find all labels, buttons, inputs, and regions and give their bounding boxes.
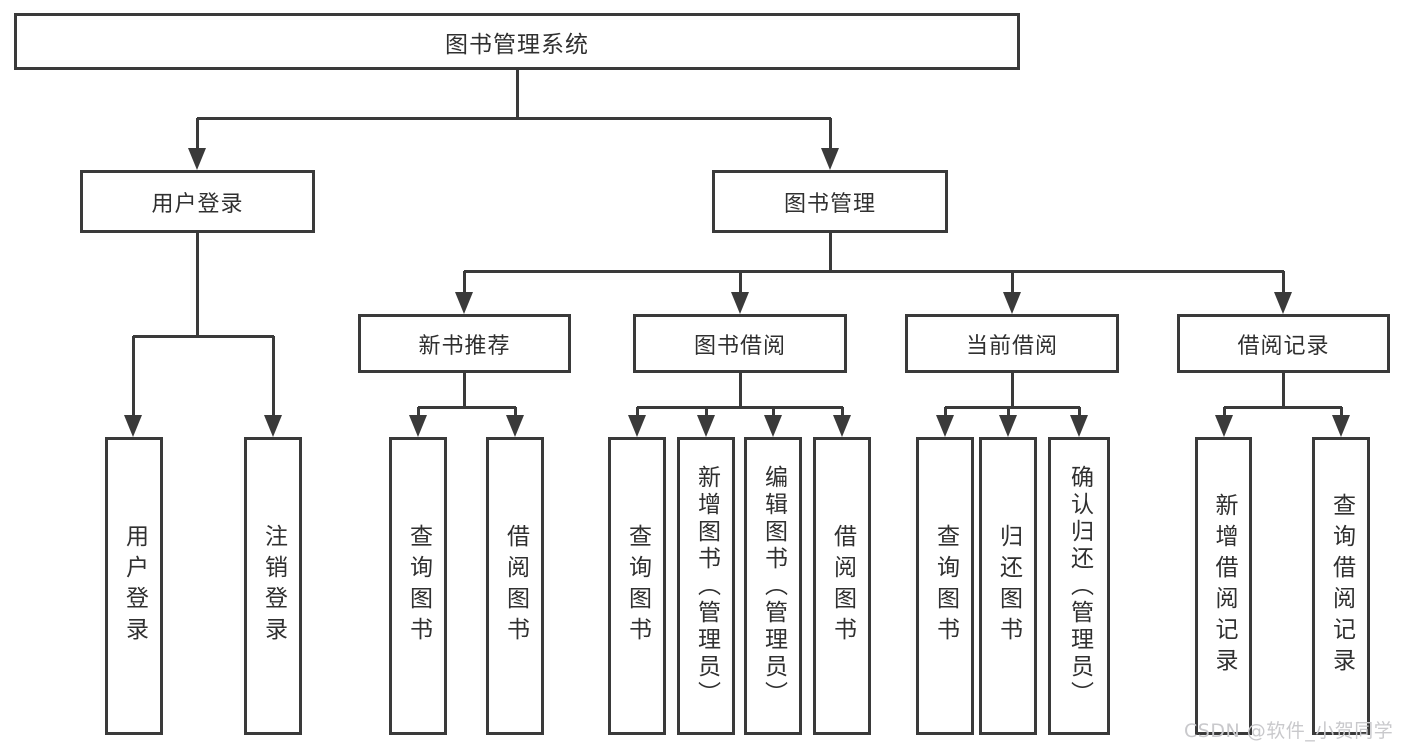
connector-arrow xyxy=(409,407,427,437)
arrow-down-icon xyxy=(188,148,206,170)
arrow-down-icon xyxy=(1215,415,1233,437)
connector-arrow xyxy=(1070,407,1088,437)
arrow-down-icon xyxy=(409,415,427,437)
arrow-down-icon xyxy=(764,415,782,437)
leaf-bb-edit-books-admin-label: 编辑图书（管理员） xyxy=(760,464,787,708)
connector-arrow xyxy=(1003,271,1021,314)
node-book-management-label: 图书管理 xyxy=(783,191,876,217)
connector-arrow xyxy=(833,407,851,437)
connector-line xyxy=(516,69,519,118)
leaf-user-login: 用户登录 xyxy=(105,437,163,735)
connector-line xyxy=(196,233,199,336)
leaf-bb-borrow-books: 借阅图书 xyxy=(813,437,871,735)
connector-line xyxy=(133,335,274,338)
connector-arrow xyxy=(936,407,954,437)
arrow-down-icon xyxy=(1070,415,1088,437)
leaf-br-query-record: 查询借阅记录 xyxy=(1312,437,1370,735)
leaf-bb-query-books: 查询图书 xyxy=(608,437,666,735)
arrow-down-icon xyxy=(1003,292,1021,314)
connector-line xyxy=(829,233,832,273)
leaf-bb-add-books-admin-label: 新增图书（管理员） xyxy=(693,464,720,708)
leaf-cb-confirm-return-admin: 确认归还（管理员） xyxy=(1048,437,1110,735)
node-book-borrowing: 图书借阅 xyxy=(633,314,847,373)
connector-line xyxy=(463,373,466,408)
leaf-bb-edit-books-admin: 编辑图书（管理员） xyxy=(744,437,802,735)
connector-arrow xyxy=(188,118,206,170)
connector-arrow xyxy=(731,271,749,314)
leaf-cb-query-books: 查询图书 xyxy=(916,437,974,735)
connector-arrow xyxy=(1332,407,1350,437)
leaf-br-query-record-label: 查询借阅记录 xyxy=(1328,493,1355,679)
leaf-user-login-label: 用户登录 xyxy=(121,524,148,648)
leaf-br-add-record-label: 新增借阅记录 xyxy=(1211,493,1237,679)
arrow-down-icon xyxy=(1332,415,1350,437)
leaf-bb-borrow-books-label: 借阅图书 xyxy=(829,524,856,648)
arrow-down-icon xyxy=(936,415,954,437)
arrow-down-icon xyxy=(697,415,715,437)
connector-line xyxy=(637,406,843,409)
node-book-borrowing-label: 图书借阅 xyxy=(693,333,786,359)
connector-arrow xyxy=(628,407,646,437)
node-current-borrowing-label: 当前借阅 xyxy=(965,333,1058,359)
leaf-nb-borrow-books: 借阅图书 xyxy=(486,437,544,735)
leaf-logout: 注销登录 xyxy=(244,437,302,735)
connector-arrow xyxy=(455,271,473,314)
connector-line xyxy=(1224,406,1342,409)
node-new-book-recommend-label: 新书推荐 xyxy=(418,333,511,359)
leaf-cb-confirm-return-admin-label: 确认归还（管理员） xyxy=(1066,464,1093,708)
arrow-down-icon xyxy=(731,292,749,314)
connector-arrow xyxy=(821,118,839,170)
connector-arrow xyxy=(264,336,282,437)
arrow-down-icon xyxy=(455,292,473,314)
node-current-borrowing: 当前借阅 xyxy=(905,314,1119,373)
leaf-bb-query-books-label: 查询图书 xyxy=(624,524,651,648)
connector-line xyxy=(1282,373,1285,408)
node-user-login-label: 用户登录 xyxy=(151,191,244,217)
node-library-system-label: 图书管理系统 xyxy=(445,31,589,58)
connector-line xyxy=(945,406,1080,409)
arrow-down-icon xyxy=(264,415,282,437)
arrow-down-icon xyxy=(628,415,646,437)
node-new-book-recommend: 新书推荐 xyxy=(358,314,571,373)
connector-arrow xyxy=(764,407,782,437)
connector-arrow xyxy=(999,407,1017,437)
arrow-down-icon xyxy=(506,415,524,437)
node-user-login: 用户登录 xyxy=(80,170,315,233)
leaf-nb-query-books: 查询图书 xyxy=(389,437,447,735)
node-borrowing-records-label: 借阅记录 xyxy=(1237,333,1330,359)
node-book-management: 图书管理 xyxy=(712,170,948,233)
arrow-down-icon xyxy=(1274,292,1292,314)
arrow-down-icon xyxy=(821,148,839,170)
leaf-bb-add-books-admin: 新增图书（管理员） xyxy=(677,437,735,735)
node-borrowing-records: 借阅记录 xyxy=(1177,314,1390,373)
leaf-br-add-record: 新增借阅记录 xyxy=(1195,437,1252,735)
connector-line xyxy=(197,117,831,120)
connector-line xyxy=(418,406,516,409)
leaf-cb-return-books: 归还图书 xyxy=(979,437,1037,735)
node-library-system: 图书管理系统 xyxy=(14,13,1020,70)
leaf-nb-query-books-label: 查询图书 xyxy=(405,524,432,648)
leaf-nb-borrow-books-label: 借阅图书 xyxy=(502,524,529,648)
arrow-down-icon xyxy=(999,415,1017,437)
connector-arrow xyxy=(1274,271,1292,314)
connector-arrow xyxy=(1215,407,1233,437)
connector-arrow xyxy=(124,336,142,437)
csdn-watermark: CSDN @软件_小贺同学 xyxy=(1184,720,1394,742)
connector-line xyxy=(464,270,1284,273)
connector-arrow xyxy=(506,407,524,437)
connector-arrow xyxy=(697,407,715,437)
connector-line xyxy=(739,373,742,408)
leaf-cb-query-books-label: 查询图书 xyxy=(932,524,959,648)
leaf-logout-label: 注销登录 xyxy=(260,524,287,648)
connector-line xyxy=(1011,373,1014,408)
leaf-cb-return-books-label: 归还图书 xyxy=(995,524,1022,648)
arrow-down-icon xyxy=(124,415,142,437)
arrow-down-icon xyxy=(833,415,851,437)
